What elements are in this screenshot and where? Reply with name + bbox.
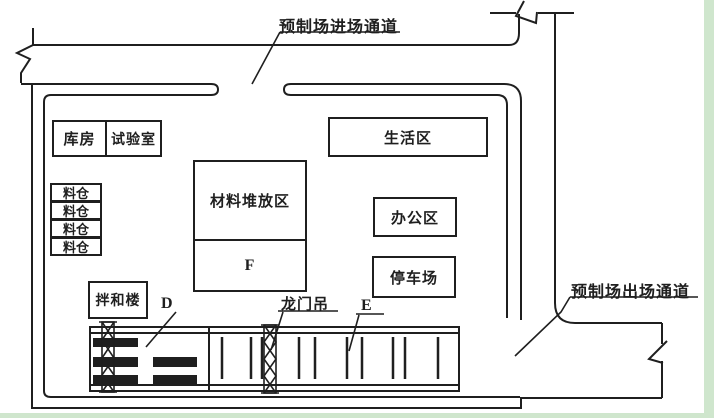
box-warehouse: 库房 [54,122,107,155]
stored-beams [93,338,197,384]
box-silo: 料仓 [50,201,102,220]
box-parking: 停车场 [372,256,456,298]
box-silo: 料仓 [50,219,102,238]
box-silo: 料仓 [50,237,102,256]
mixing-plant-label: 拌和楼 [95,293,141,309]
box-warehouse-lab: 库房 试验室 [52,120,162,157]
silo-label: 料仓 [62,205,89,220]
box-living-area: 生活区 [328,117,488,157]
break-mark-icon [647,340,668,364]
living-area-label: 生活区 [383,128,432,147]
box-silo: 料仓 [50,183,102,202]
material-area-cell: 材料堆放区 [195,162,305,241]
label-gantry-crane: 龙门吊 [281,295,330,313]
silo-label: 料仓 [62,223,89,238]
f-cell: F [195,241,305,290]
f-label: F [244,256,256,274]
box-mixing-plant: 拌和楼 [88,281,148,319]
break-mark-icon [14,28,34,83]
material-area-label: 材料堆放区 [209,192,290,210]
boundary-lines [21,83,662,409]
label-exit-road: 预制场出场通道 [571,282,691,301]
box-office-area: 办公区 [373,197,457,237]
silo-label: 料仓 [62,241,89,256]
pedestal-strip [89,326,460,392]
page-edge-right [704,0,714,418]
road-lines [33,12,663,398]
break-mark-icon [514,0,538,25]
gantry-crane-leg-icon [99,321,117,393]
office-area-label: 办公区 [390,208,439,227]
gantry-crane-leg-icon [261,324,279,394]
test-room-label: 试验室 [111,131,156,148]
label-e: E [361,297,372,314]
parking-label: 停车场 [389,268,438,287]
silo-label: 料仓 [62,187,89,202]
page-edge-bottom [0,413,714,418]
label-entry-road: 预制场进场通道 [279,17,399,36]
box-test-room: 试验室 [107,122,160,155]
warehouse-label: 库房 [63,130,96,148]
leader-lines [145,31,698,357]
box-material-area: 材料堆放区 F [193,160,307,292]
label-d: D [161,295,173,312]
